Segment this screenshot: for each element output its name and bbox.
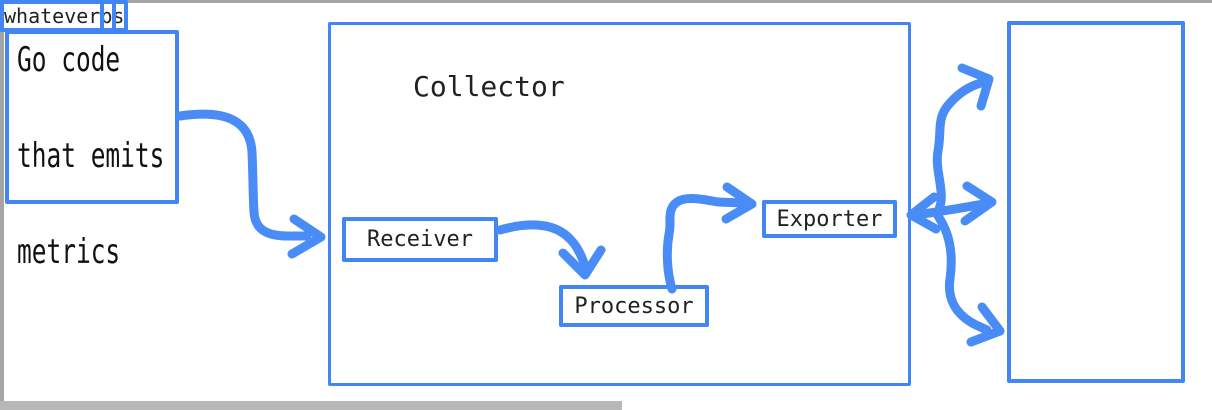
collector-title: Collector	[413, 70, 565, 103]
destination-label: whatever	[4, 4, 101, 28]
source-line-2: that emits	[17, 136, 165, 176]
exporter-box: Exporter	[762, 200, 897, 238]
exporter-label: Exporter	[776, 206, 883, 232]
source-code-label: Go code that emits metrics	[17, 36, 164, 276]
source-code-box: Go code that emits metrics	[5, 30, 179, 272]
arrow-exporter-to-destinations	[906, 63, 1005, 347]
processor-box: Processor	[559, 285, 709, 327]
arrow-source-to-collector	[175, 109, 326, 259]
window-top-edge	[0, 0, 1212, 3]
processor-label: Processor	[574, 293, 694, 319]
source-line-1: Go code	[17, 40, 121, 80]
receiver-label: Receiver	[367, 227, 473, 252]
window-bottom-edge	[0, 401, 622, 410]
receiver-box: Receiver	[342, 217, 498, 262]
source-line-3: metrics	[17, 232, 121, 272]
window-left-edge	[0, 0, 4, 410]
destination-box-whatever: whatever	[0, 0, 105, 32]
destinations-container-box	[1007, 21, 1185, 383]
